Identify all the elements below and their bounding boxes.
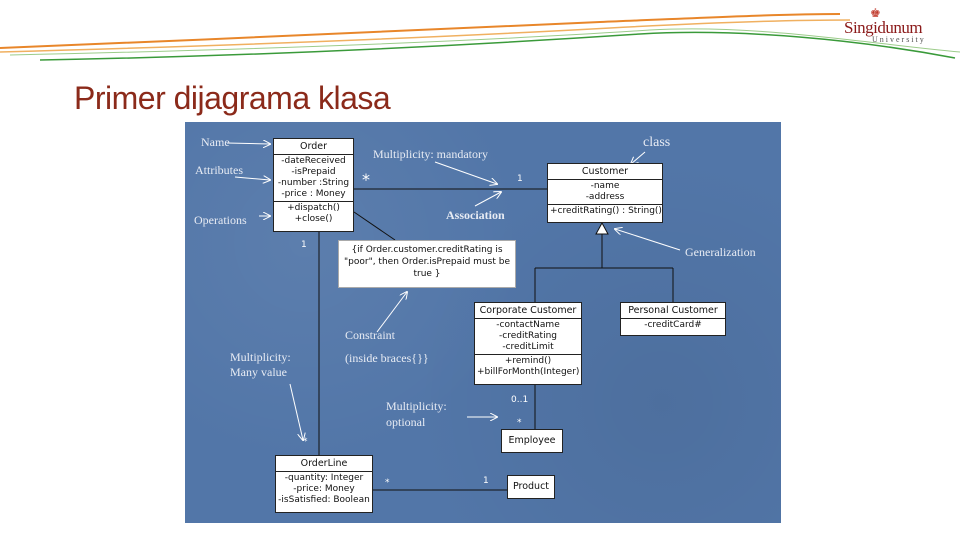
mult-orderline-star: * (303, 437, 308, 447)
class-orderline[interactable]: OrderLine -quantity: Integer -price: Mon… (275, 455, 373, 513)
class-order[interactable]: Order -dateReceived -isPrepaid -number :… (273, 138, 354, 232)
operation: +creditRating() : String() (550, 206, 662, 216)
class-customer-name: Customer (581, 166, 629, 177)
mult-orderline-assoc-star: * (385, 478, 390, 488)
operation: +billForMonth(Integer) (477, 367, 580, 377)
logo-subtitle: University (872, 35, 926, 44)
attribute: -isSatisfied: Boolean (278, 495, 370, 505)
constraint-line: {if Order.customer.creditRating is (351, 245, 503, 255)
attribute: -number :String (277, 178, 350, 188)
mult-order-one: 1 (301, 240, 307, 250)
slide-title: Primer dijagrama klasa (74, 80, 391, 116)
label-attributes: Attributes (195, 163, 243, 177)
label-class: class (643, 135, 671, 150)
class-order-operations: +dispatch() +close() (274, 201, 353, 226)
label-operations: Operations (194, 213, 247, 227)
class-customer-attributes: -name -address (548, 179, 662, 204)
mult-product-one: 1 (483, 476, 489, 486)
label-multiplicity-optional-1: Multiplicity: (386, 399, 447, 413)
class-corporate-customer-attributes: -contactName -creditRating -creditLimit (475, 318, 581, 354)
class-corporate-customer[interactable]: Corporate Customer -contactName -creditR… (474, 302, 582, 385)
logo-name: Singidunum (844, 18, 923, 37)
attribute: -quantity: Integer (284, 473, 364, 483)
class-product-name: Product (512, 481, 550, 492)
attribute: -contactName (496, 320, 560, 330)
class-product[interactable]: Product (507, 475, 555, 499)
attribute: -creditRating (499, 331, 557, 341)
class-order-attributes: -dateReceived -isPrepaid -number :String… (274, 154, 353, 201)
constraint-line: be true } (413, 257, 510, 279)
class-customer[interactable]: Customer -name -address +creditRating() … (547, 163, 663, 223)
class-orderline-attributes: -quantity: Integer -price: Money -isSati… (276, 471, 372, 507)
mult-corporate-zero-one: 0..1 (511, 395, 529, 405)
constraint-note: {if Order.customer.creditRating is "poor… (338, 240, 516, 288)
label-multiplicity-mandatory: Multiplicity: mandatory (373, 147, 488, 161)
class-employee[interactable]: Employee (501, 429, 563, 453)
class-employee-name: Employee (508, 435, 556, 446)
label-inside-braces: (inside braces{}} (345, 351, 429, 365)
logo-emblem-icon: ♚ (870, 6, 881, 20)
class-corporate-customer-name: Corporate Customer (479, 305, 577, 316)
label-multiplicity-many-2: Many value (230, 365, 287, 379)
mult-employee-star: * (517, 418, 522, 428)
class-personal-customer-attributes: -creditCard# (621, 318, 725, 332)
attribute: -dateReceived (281, 156, 346, 166)
label-association: Association (446, 208, 505, 222)
header-swoosh (0, 13, 960, 61)
attribute: -creditLimit (502, 342, 554, 352)
attribute: -name (590, 181, 620, 191)
diagram-connectors (226, 122, 681, 491)
class-customer-operations: +creditRating() : String() (548, 204, 662, 218)
attribute: -price: Money (293, 484, 355, 494)
label-multiplicity-optional-2: optional (386, 415, 426, 429)
attribute: -creditCard# (644, 320, 702, 330)
class-personal-customer[interactable]: Personal Customer -creditCard# (620, 302, 726, 336)
class-personal-customer-name: Personal Customer (628, 305, 718, 316)
attribute: -price : Money (281, 189, 346, 199)
label-constraint: Constraint (345, 328, 395, 342)
mult-order-star: * (362, 170, 370, 189)
label-multiplicity-many-1: Multiplicity: (230, 350, 291, 364)
attribute: -address (585, 192, 625, 202)
uml-class-diagram: Name Attributes Operations Multiplicity:… (185, 122, 781, 523)
class-corporate-customer-operations: +remind() +billForMonth(Integer) (475, 354, 581, 379)
operation: +close() (294, 214, 333, 224)
label-name: Name (201, 135, 230, 149)
class-order-name: Order (300, 141, 327, 152)
university-logo: ♚ Singidunum University (842, 6, 942, 44)
class-orderline-name: OrderLine (300, 458, 348, 469)
mult-customer-one: 1 (517, 174, 523, 184)
constraint-line: "poor", then Order.isPrepaid must (344, 257, 496, 267)
attribute: -isPrepaid (291, 167, 336, 177)
operation: +dispatch() (287, 203, 340, 213)
operation: +remind() (504, 356, 552, 366)
label-generalization: Generalization (685, 245, 756, 259)
